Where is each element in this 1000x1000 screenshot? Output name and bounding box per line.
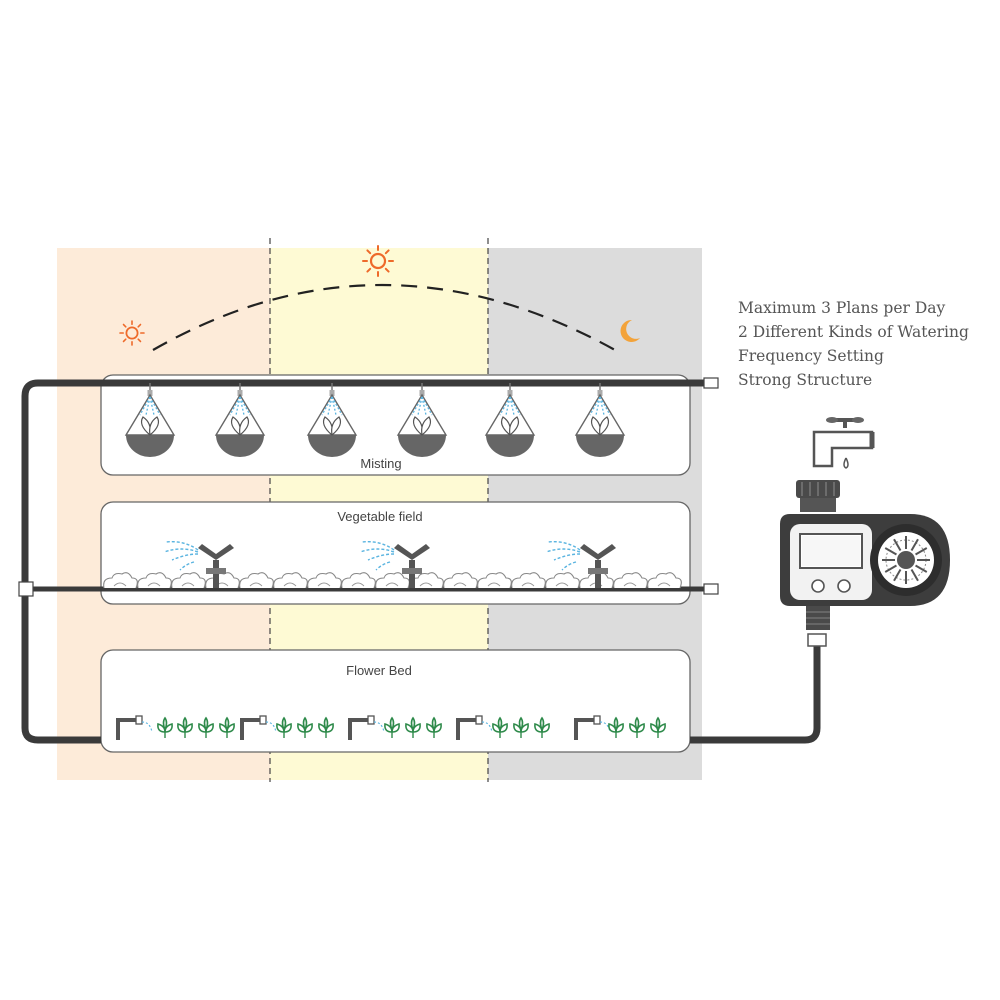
dial-spoke — [910, 569, 919, 582]
sun-path-arc — [152, 284, 616, 351]
hose-connector — [18, 581, 34, 597]
feature-item: Strong Structure — [738, 371, 873, 389]
hose-to-timer — [690, 645, 821, 744]
dial-spoke — [884, 564, 897, 573]
dial-spoke — [910, 538, 919, 551]
feature-list: Maximum 3 Plans per Day 2 Different Kind… — [738, 296, 969, 392]
timer-icon — [780, 480, 950, 647]
feature-item: Maximum 3 Plans per Day — [738, 299, 946, 317]
faucet-icon — [812, 417, 875, 469]
dial-spokes — [882, 536, 930, 584]
dial-spoke — [893, 538, 902, 551]
moon-icon — [620, 319, 640, 342]
vegetable-label: Vegetable field — [337, 509, 422, 524]
dial-spoke — [884, 547, 897, 556]
hose-end-cap — [703, 377, 719, 389]
feature-item: 2 Different Kinds of Watering — [738, 323, 969, 341]
flower-label: Flower Bed — [346, 663, 412, 678]
dial-spoke — [893, 569, 902, 582]
dial-spoke — [915, 547, 928, 556]
lettuce-row — [103, 572, 682, 589]
hose-end-cap — [703, 583, 719, 595]
feature-item: Frequency Setting — [738, 347, 884, 365]
misting-label: Misting — [360, 456, 401, 471]
hose-left-loop — [21, 379, 705, 744]
dial-spoke — [915, 564, 928, 573]
